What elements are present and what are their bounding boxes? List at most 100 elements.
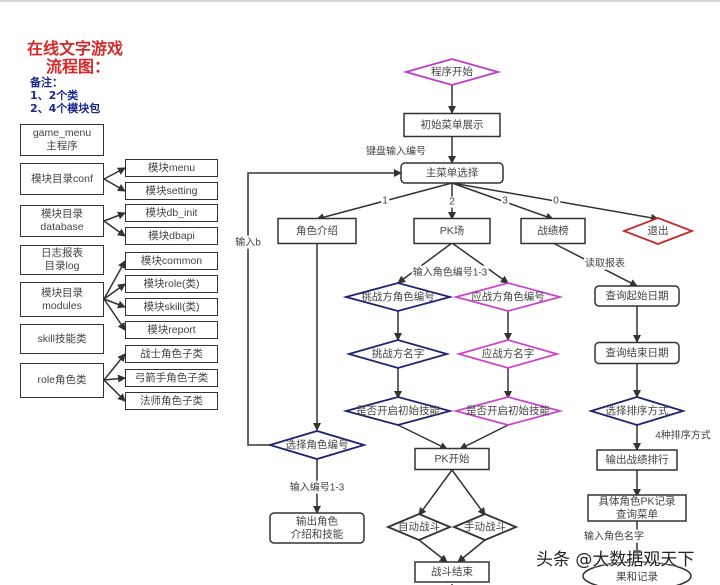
node-select-role	[266, 430, 368, 460]
module-label: 模块menu	[147, 161, 196, 174]
module-arrow	[103, 260, 126, 300]
diagram-title: 在线文字游戏	[27, 39, 124, 58]
node-leaderboard-label: 战绩榜	[537, 224, 569, 237]
node-choose-sort-label: 选择排序方式	[606, 404, 669, 417]
edge-loop-back	[247, 169, 402, 446]
node-manual-battle-label: 手动战斗	[464, 520, 506, 533]
label-opt3: 3	[502, 196, 508, 207]
node-query-start	[594, 285, 680, 307]
module-db-init: 模块db_init	[125, 204, 218, 222]
module-label: 模块目录conf	[31, 172, 93, 185]
node-challenger-name	[345, 339, 451, 369]
class-skill: skill技能类	[20, 324, 104, 354]
node-exit	[621, 217, 695, 245]
label-input-id: 输入编号1-3	[290, 481, 345, 494]
node-pk-record-menu-label: 具体角色PK记录查询菜单	[598, 494, 675, 520]
node-pk-start-label: PK开始	[434, 452, 470, 465]
label-input-b: 输入b	[235, 236, 261, 249]
module-arrow	[103, 374, 126, 383]
node-challenger-id-label: 挑战方角色编号	[361, 290, 435, 303]
module-label: game_menu 主程序	[32, 127, 92, 152]
node-query-start-label: 查询起始日期	[606, 289, 669, 302]
module-arrow	[103, 283, 126, 300]
node-defender-name	[455, 339, 561, 369]
edge-c3-pk	[397, 424, 448, 450]
node-result-record	[582, 561, 692, 585]
node-pk-arena	[413, 217, 491, 245]
module-arrow	[103, 353, 126, 381]
top-border	[0, 0, 720, 2]
node-start	[402, 58, 502, 86]
module-arrow	[103, 298, 126, 309]
module-setting: 模块setting	[125, 182, 218, 200]
module-label: 模块dbapi	[148, 229, 195, 242]
node-challenger-id	[342, 282, 454, 312]
module-arrow	[103, 211, 126, 222]
note-item: 1、2个类	[30, 89, 79, 102]
module-modules: 模块目录 modules	[20, 282, 104, 317]
node-challenger-skill-label: 是否开启初始技能	[356, 404, 440, 417]
node-output-ranking-label: 输出战绩排行	[606, 453, 669, 466]
node-query-end	[594, 341, 680, 365]
notes-heading: 备注：	[30, 76, 63, 89]
module-report: 模块report	[125, 321, 218, 339]
module-label: 模块common	[140, 254, 203, 267]
label-four-sorts: 4种排序方式	[655, 429, 711, 442]
node-result-record-label: 果和记录	[616, 571, 658, 583]
node-defender-name-label: 应战方名字	[482, 347, 535, 360]
node-defender-id-label: 应战方角色编号	[471, 290, 545, 303]
module-dbapi: 模块dbapi	[125, 227, 218, 245]
module-label: 模块report	[147, 323, 196, 336]
module-game-menu: game_menu 主程序	[20, 124, 104, 156]
node-output-role-label: 输出角色介绍和技能	[291, 514, 344, 540]
label-read-report: 读取报表	[585, 257, 625, 270]
module-label: 法师角色子类	[140, 394, 203, 407]
edge-pk-auto	[418, 469, 453, 516]
node-choose-sort	[587, 396, 687, 426]
node-query-end-label: 查询结束日期	[606, 346, 669, 359]
module-arrow	[103, 298, 126, 331]
node-challenger-name-label: 挑战方名字	[372, 347, 425, 360]
module-conf: 模块目录conf	[20, 163, 104, 195]
label-opt2: 2	[449, 197, 455, 208]
node-start-label: 程序开始	[431, 65, 473, 78]
module-label: 模块目录 modules	[41, 286, 83, 312]
label-opt0: 0	[553, 196, 559, 207]
node-manual-battle	[451, 513, 519, 541]
label-input-role-name: 输入角色名字	[584, 530, 644, 543]
edge-pk-challenger	[397, 242, 453, 284]
node-init-menu	[403, 112, 501, 138]
node-challenger-skill	[342, 396, 454, 426]
node-battle-end	[414, 561, 490, 583]
node-role-intro	[277, 217, 357, 245]
class-role: role角色类	[20, 363, 104, 398]
module-label: 模块skill(类)	[143, 300, 200, 313]
module-common: 模块common	[125, 252, 218, 270]
node-main-menu	[400, 162, 504, 184]
node-pk-record-menu	[587, 494, 687, 522]
label-opt1: 1	[382, 196, 388, 207]
module-database: 模块目录 database	[20, 205, 104, 237]
module-arrow	[103, 220, 126, 237]
module-label: 模块db_init	[145, 206, 198, 219]
node-select-role-label: 选择角色编号	[286, 438, 349, 451]
node-defender-skill-label: 是否开启初始技能	[466, 404, 550, 417]
module-label: 模块role(类)	[143, 277, 200, 290]
edge-d3-pk	[459, 424, 509, 450]
module-arrow	[103, 167, 126, 180]
module-label: 模块setting	[145, 184, 198, 197]
module-label: skill技能类	[37, 332, 87, 345]
node-auto-battle-label: 自动战斗	[398, 520, 440, 533]
module-label: 战士角色子类	[140, 347, 203, 360]
module-skill: 模块skill(类)	[125, 298, 218, 316]
node-defender-skill	[452, 396, 564, 426]
label-input-role-id: 输入角色编号1-3	[413, 266, 488, 279]
node-defender-id	[452, 282, 564, 312]
module-label: role角色类	[37, 374, 87, 386]
node-exit-label: 退出	[648, 224, 669, 237]
module-label: 弓箭手角色子类	[134, 371, 209, 384]
node-output-role	[269, 512, 365, 544]
subclass-mage: 法师角色子类	[125, 392, 218, 410]
edge-pk-defender	[451, 242, 509, 284]
